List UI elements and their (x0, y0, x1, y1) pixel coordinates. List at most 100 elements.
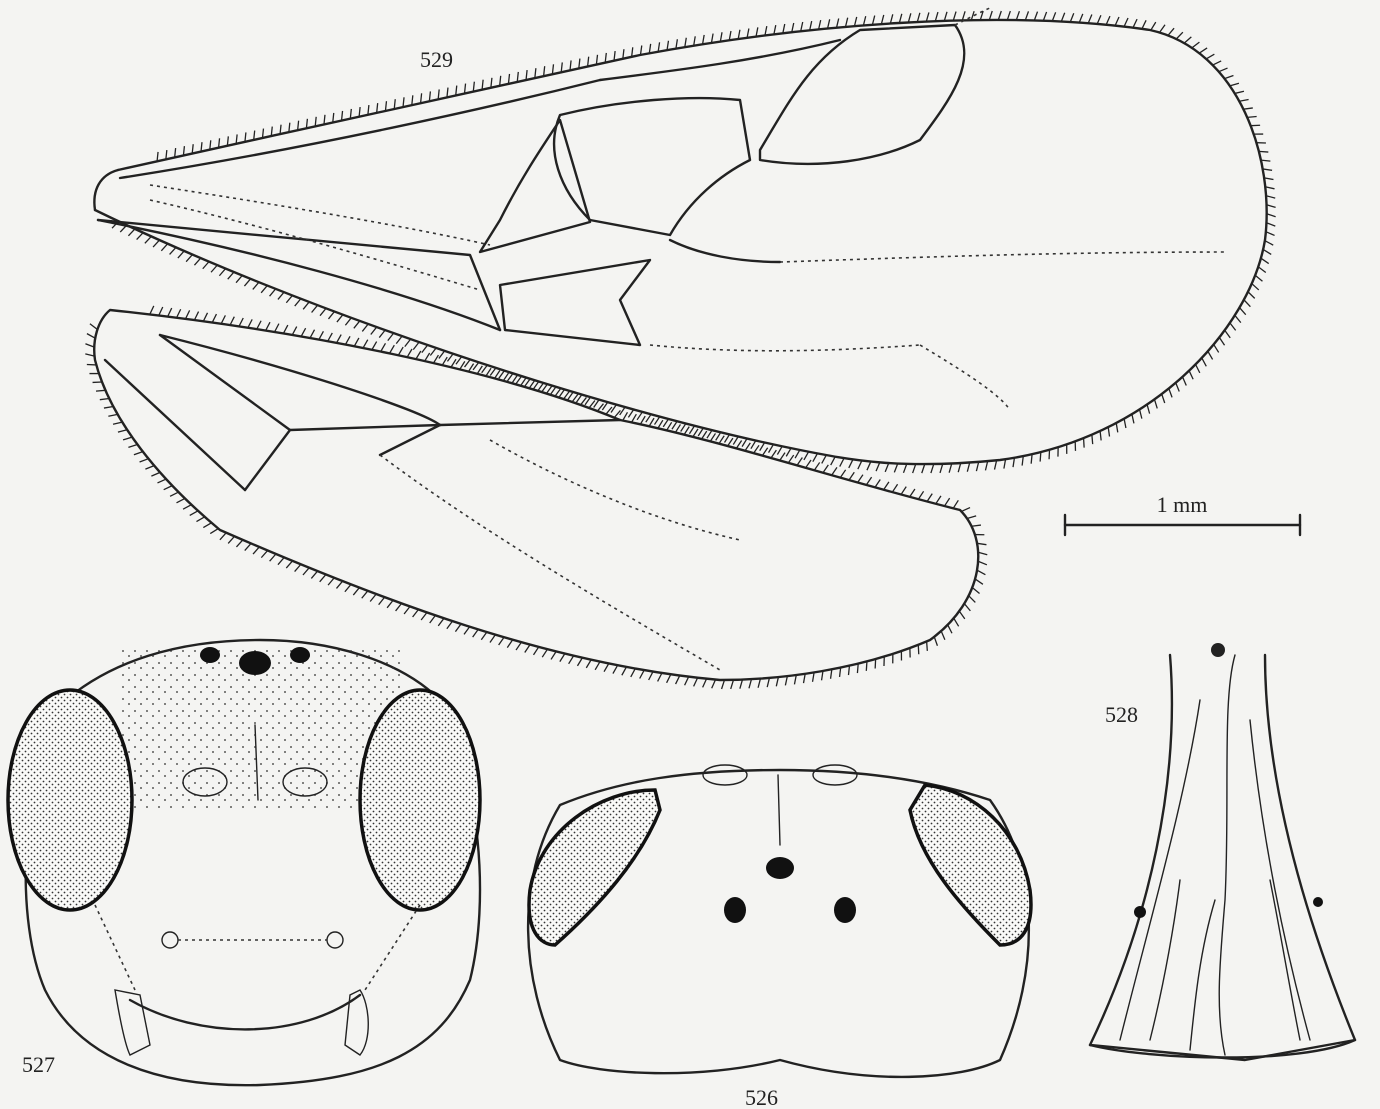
marginal-hair (311, 304, 319, 313)
marginal-hair (857, 460, 863, 470)
marginal-hair (805, 459, 812, 469)
marginal-hair (961, 11, 966, 21)
marginal-hair (865, 476, 873, 486)
marginal-hair (217, 138, 221, 148)
marginal-hair (285, 295, 293, 304)
marginal-hair (1234, 314, 1242, 324)
marginal-hair (853, 16, 858, 27)
marginal-hair (235, 275, 243, 284)
marginal-hair (489, 367, 497, 376)
marginal-hair (395, 603, 402, 612)
marginal-hair (947, 624, 953, 634)
marginal-hair (432, 354, 439, 364)
marginal-hair (835, 18, 840, 28)
marginal-hair (748, 678, 753, 689)
marginal-hair (730, 679, 735, 690)
marginal-hair (596, 403, 604, 412)
marginal-hair (1175, 382, 1180, 392)
marginal-hair (930, 463, 935, 474)
marginal-hair (302, 567, 310, 576)
marginal-hair (1239, 98, 1249, 102)
marginal-hair (247, 319, 253, 329)
marginal-hair (310, 570, 318, 579)
marginal-hair (285, 560, 293, 569)
marginal-hair (300, 327, 307, 337)
marginal-hair (402, 97, 405, 107)
marginal-hair (506, 639, 514, 648)
marginal-hair (219, 532, 227, 541)
lateral-ocellus-left (724, 897, 746, 923)
marginal-hair (1213, 344, 1220, 353)
marginal-hair (472, 361, 480, 371)
marginal-hair (636, 411, 643, 421)
marginal-hair (1243, 107, 1253, 110)
marginal-hair (889, 14, 894, 24)
marginal-hair (176, 497, 186, 504)
marginal-hair (907, 13, 912, 23)
marginal-hair (380, 343, 387, 352)
marginal-hair (838, 667, 842, 678)
marginal-hair (335, 580, 344, 589)
marginal-hair (151, 471, 161, 477)
marginal-hair (193, 257, 202, 266)
marginal-hair (352, 587, 360, 596)
marginal-hair (532, 646, 540, 656)
marginal-hair (294, 563, 302, 572)
marginal-hair (169, 491, 179, 497)
marginal-hair (1243, 299, 1251, 308)
marginal-hair (515, 375, 523, 385)
marginal-hair (568, 655, 575, 665)
marginal-hair (976, 542, 987, 546)
marginal-hair (822, 464, 829, 474)
marginal-hair (630, 668, 636, 678)
marginal-hair (158, 306, 164, 316)
marginal-hair (701, 430, 708, 440)
marginal-hair (746, 28, 750, 38)
marginal-hair (1224, 329, 1231, 339)
marginal-hair (970, 10, 975, 21)
marginal-hair (812, 453, 819, 463)
marginal-hair (429, 347, 437, 356)
marginal-hair (709, 433, 717, 442)
marginal-hair (353, 337, 360, 347)
marginal-hair (563, 391, 570, 400)
marginal-hair (319, 307, 327, 317)
marginal-hair (829, 669, 833, 679)
marginal-hair (984, 461, 989, 471)
marginal-hair (966, 462, 971, 472)
marginal-hair (288, 122, 291, 133)
marginal-hair (472, 629, 479, 638)
marginal-hair (226, 136, 229, 146)
marginal-hair (902, 463, 908, 474)
marginal-hair (603, 663, 610, 673)
marginal-hair (1150, 21, 1157, 31)
marginal-hair (524, 378, 531, 387)
marginal-hair (323, 114, 326, 125)
marginal-hair (1239, 307, 1247, 316)
marginal-hair (971, 586, 980, 595)
marginal-hair (839, 457, 845, 467)
marginal-hair (1207, 350, 1214, 360)
marginal-hair (785, 447, 792, 457)
marginal-hair (639, 415, 646, 425)
marginal-hair (1234, 90, 1245, 95)
marginal-hair (202, 261, 210, 270)
marginal-hair (874, 479, 881, 488)
marginal-hair (446, 620, 454, 630)
marginal-hair (1132, 18, 1138, 28)
marginal-hair (309, 329, 316, 339)
marginal-hair (1224, 74, 1234, 80)
marginal-hair (693, 677, 699, 687)
marginal-hair (630, 413, 637, 423)
marginal-hair (857, 474, 864, 483)
marginal-hair (933, 636, 939, 646)
marginal-hair (85, 343, 95, 348)
marginal-hair (666, 674, 672, 684)
marginal-hair (909, 488, 916, 498)
marginal-hair (576, 657, 583, 667)
marginal-hair (438, 350, 446, 359)
wing-marginal-hairs (85, 10, 1276, 690)
marginal-hair (415, 350, 422, 360)
marginal-hair (767, 444, 774, 453)
marginal-hair (279, 124, 282, 135)
